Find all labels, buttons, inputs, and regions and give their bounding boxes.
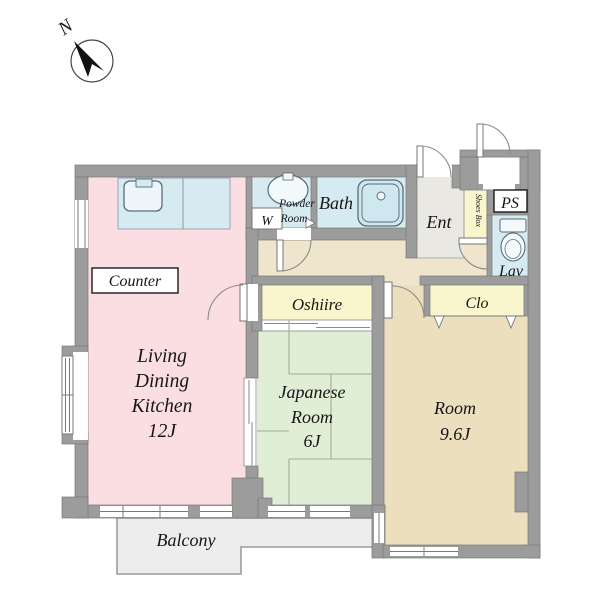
pipe-space-box	[493, 189, 528, 213]
door-opening	[418, 165, 452, 177]
closet-door-marker	[505, 315, 517, 330]
pipe-space-label: PS	[500, 195, 519, 212]
powder-room-label: Powder	[278, 198, 315, 210]
entrance-floor	[417, 177, 464, 258]
bay-window-sill	[73, 352, 88, 440]
alcove-door-leaf	[476, 123, 484, 158]
toilet-bowl-icon	[500, 232, 526, 262]
western-room-door-arc	[391, 285, 425, 319]
alcove-door-arc	[479, 123, 511, 155]
oshiire-label: Oshiire	[292, 295, 343, 314]
wall-segment	[251, 275, 385, 286]
entrance-door-leaf	[416, 145, 424, 178]
wall-segment	[527, 149, 541, 559]
labels: Counter Living Dining Kitchen 12J Powder…	[109, 193, 524, 550]
ldk-label: Dining	[134, 371, 189, 392]
closet-floor	[430, 285, 524, 316]
tatami-lines	[257, 320, 372, 505]
entry-structures	[477, 156, 528, 213]
balcony-floor	[116, 517, 374, 575]
japanese-room-label: Room	[290, 407, 333, 427]
lavatory-door-leaf	[458, 237, 488, 245]
japanese-room-label: Japanese	[279, 382, 346, 402]
closet-door-marker	[433, 315, 445, 330]
ldk-floor	[88, 177, 246, 505]
wall-segment	[423, 284, 431, 317]
ldk-door-leaf	[239, 283, 248, 322]
wall-segment	[419, 275, 529, 286]
ldk-door-arc	[207, 284, 244, 321]
door-opening	[246, 284, 258, 321]
washer-label: W	[261, 213, 274, 228]
oshiire-sliding-doors	[261, 319, 373, 332]
wall-segment	[405, 164, 418, 259]
oshiire-floor	[262, 285, 372, 320]
wall-segment	[74, 164, 419, 178]
ldk-label: 12J	[148, 421, 178, 442]
sliding-partition	[243, 377, 257, 467]
powder-room-label: Room	[280, 213, 308, 225]
toilet-tank-icon	[499, 218, 527, 233]
counter-label: Counter	[109, 273, 162, 290]
balcony-label: Balcony	[157, 530, 216, 550]
western-room-door-leaf	[383, 281, 393, 319]
entry-alcove	[477, 156, 521, 191]
compass-circle-icon	[70, 39, 114, 83]
alcove-notch	[478, 184, 483, 190]
compass-north-label: N	[54, 15, 78, 41]
kitchen-faucet-icon	[135, 178, 153, 188]
entrance-label: Ent	[426, 212, 453, 232]
bathtub-drain-icon	[376, 191, 386, 201]
wall-segment	[245, 227, 259, 285]
door-opening	[277, 228, 311, 240]
wall-segment	[245, 176, 253, 229]
north-arrow-icon	[74, 41, 104, 77]
washer-box	[251, 207, 283, 230]
windows	[61, 200, 458, 556]
fixtures	[251, 172, 527, 262]
western-room-label: 9.6J	[440, 424, 472, 444]
wall-segment	[245, 227, 418, 241]
wall-segment	[371, 275, 385, 506]
bath-label: Bath	[319, 193, 353, 213]
toilet-bowl-inner	[504, 239, 522, 259]
compass: N	[54, 15, 114, 83]
japanese-room-label: 6J	[304, 431, 322, 451]
wall-pillar	[514, 471, 529, 513]
alcove-notch	[515, 184, 520, 190]
window	[75, 200, 88, 248]
bath-door-marker	[305, 217, 316, 229]
entrance-door-arc	[419, 145, 452, 178]
ldk-label: Kitchen	[131, 396, 193, 417]
closet-label: Clo	[465, 295, 488, 312]
wall-segment	[523, 284, 529, 317]
lavatory-door-arc	[458, 240, 488, 270]
bathtub-inner	[361, 183, 400, 223]
wall-segment	[61, 496, 89, 519]
washbasin-tap-icon	[282, 172, 294, 181]
western-room-floor	[384, 285, 528, 548]
wall-segment	[459, 156, 479, 191]
powder-door-arc	[279, 239, 312, 272]
bathtub-icon	[357, 179, 404, 227]
counter-label-box	[91, 267, 179, 294]
shoes-box-label: Shoes Box	[474, 194, 483, 228]
western-room-label: Room	[433, 398, 476, 418]
ldk-label: Living	[136, 346, 187, 367]
kitchen-counter	[117, 177, 231, 230]
wall-segment	[486, 214, 493, 283]
balcony	[116, 517, 374, 575]
japanese-room-floor	[257, 318, 373, 505]
powder-door-leaf	[276, 239, 284, 272]
lavatory-label: Lav	[498, 263, 524, 280]
doors	[207, 123, 524, 467]
